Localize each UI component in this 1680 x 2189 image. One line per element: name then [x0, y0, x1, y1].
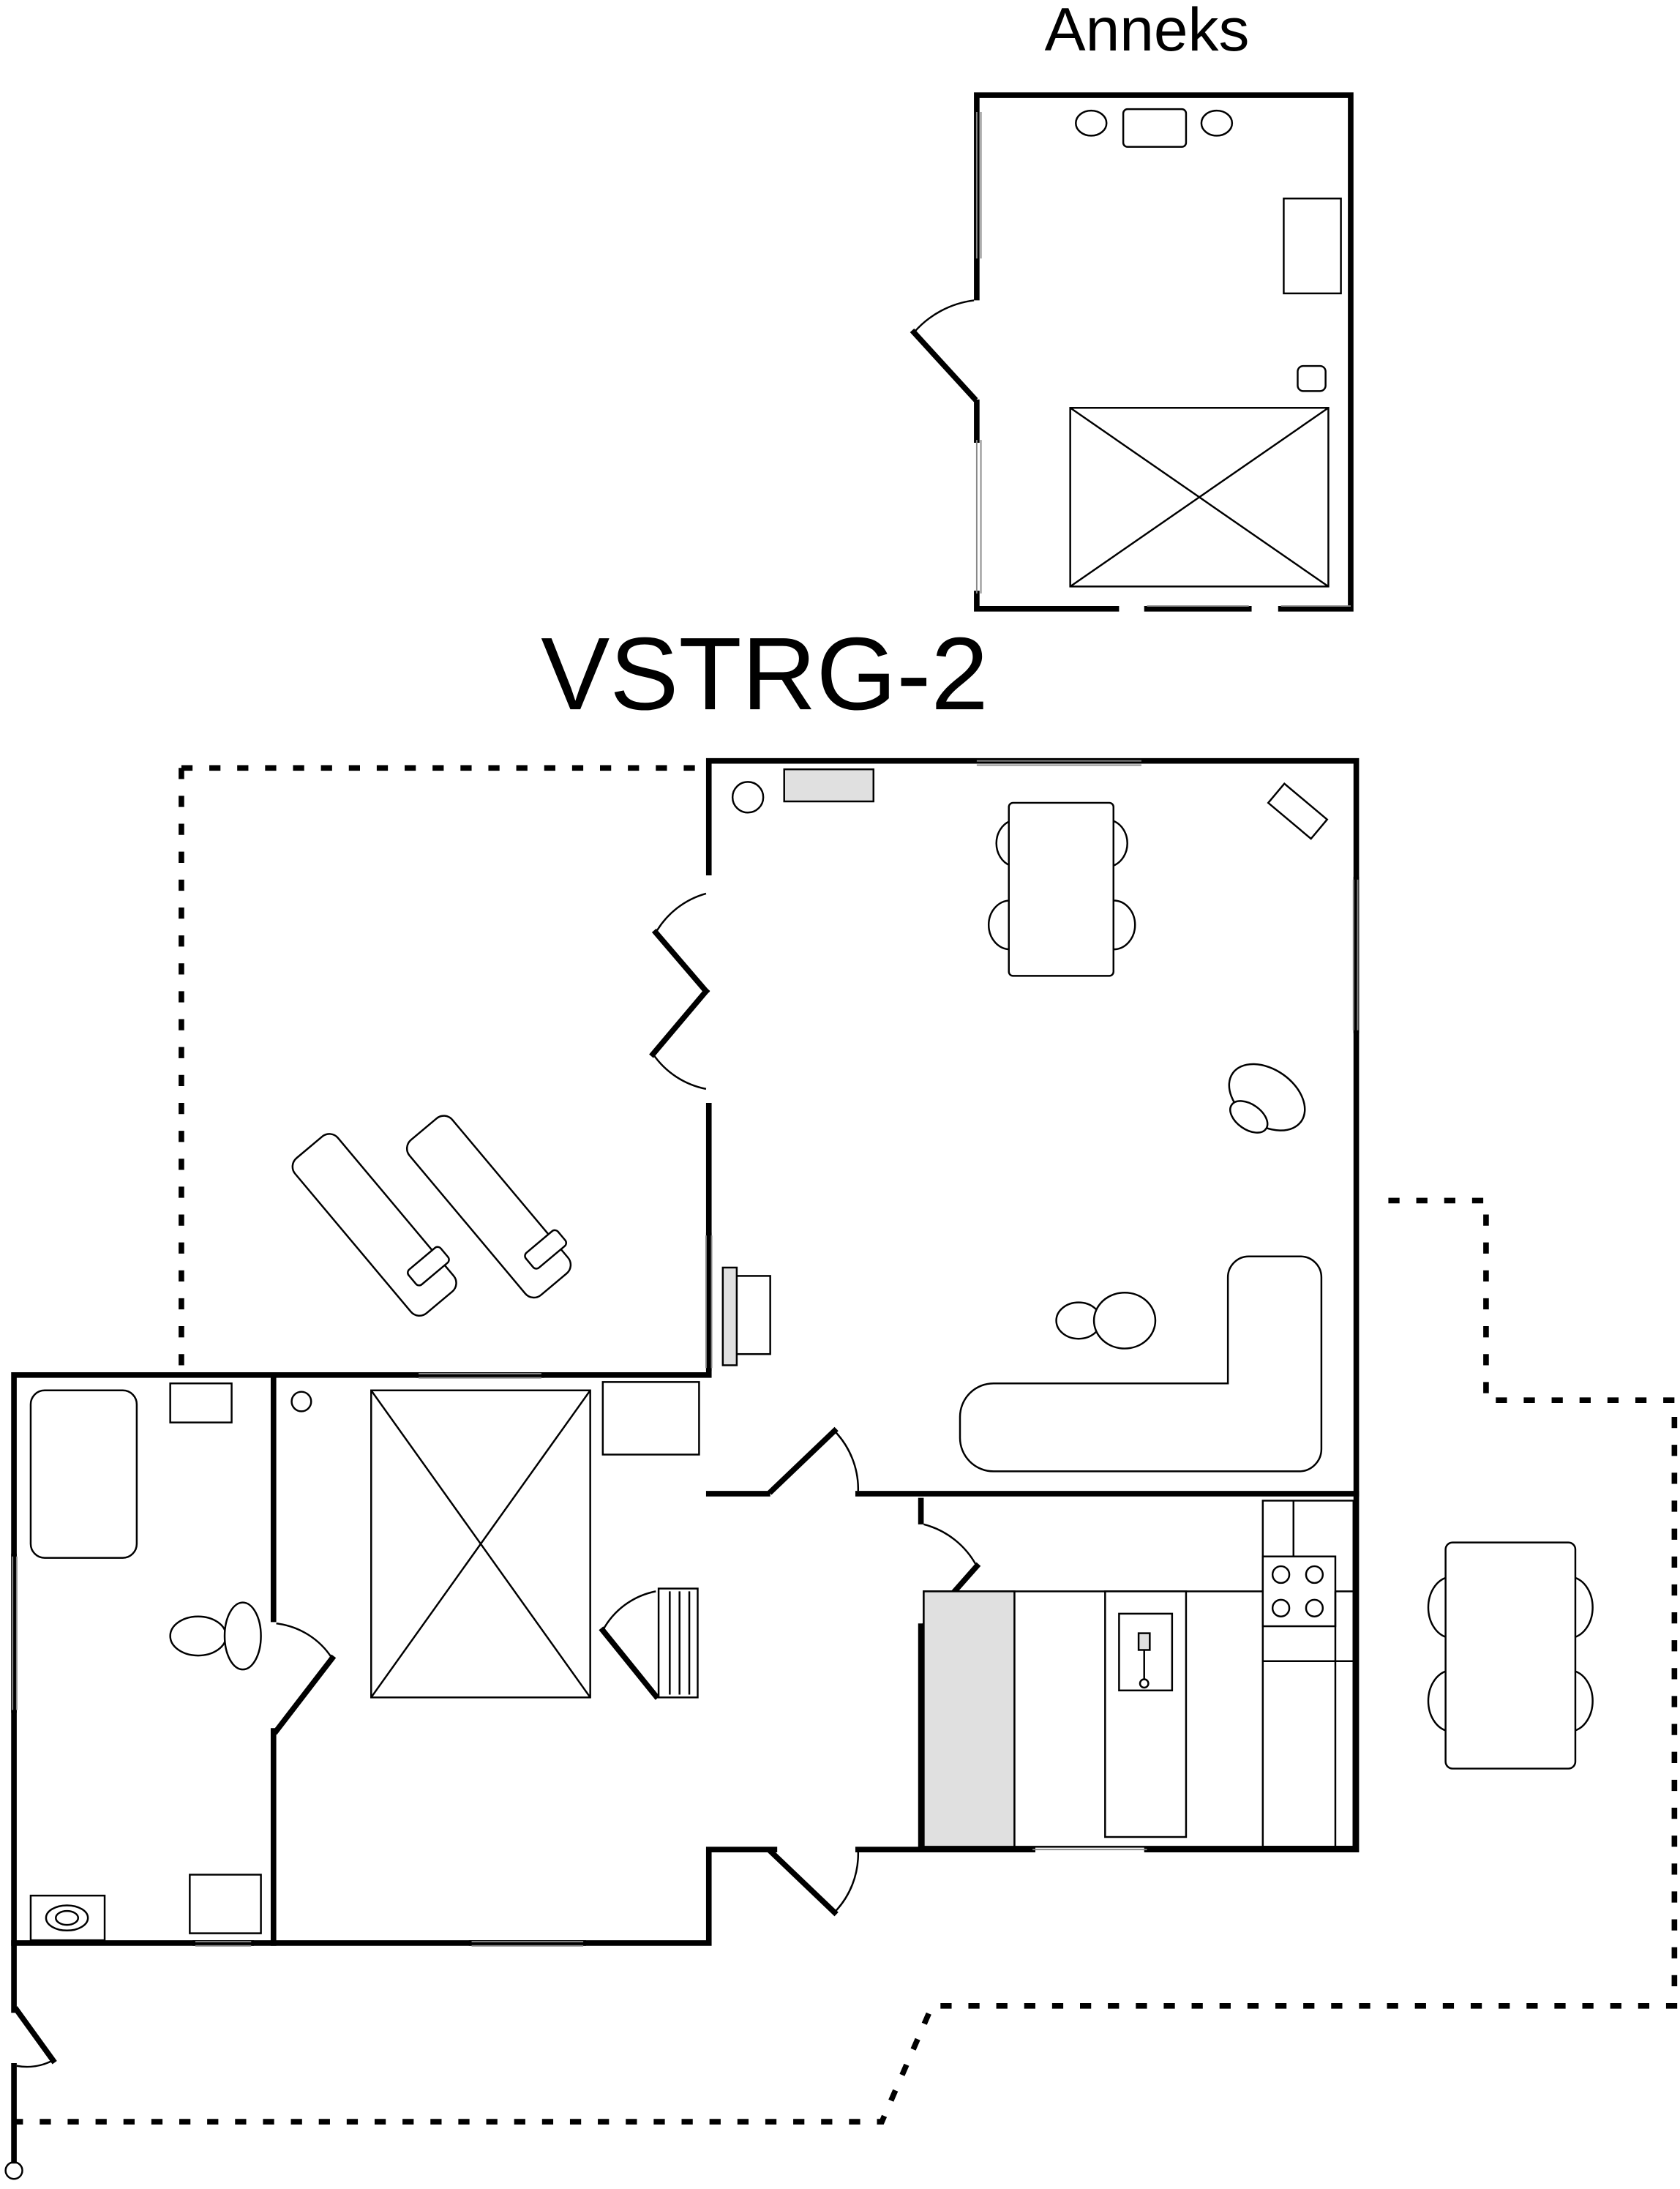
front-door[interactable] [768, 1848, 860, 1917]
fireplace-icon [721, 1266, 771, 1366]
sideboard-icon [783, 768, 875, 803]
sofa-icon [959, 1255, 1323, 1473]
sink-icon [1104, 1590, 1188, 1838]
sun-lounger-icon [291, 1133, 457, 1317]
bathtub-icon [29, 1389, 138, 1559]
terrace-outline [14, 1197, 1678, 2125]
plant-icon [731, 781, 765, 814]
bed-icon [1069, 407, 1330, 588]
chair-icon [1228, 1063, 1306, 1134]
chair-icon [1075, 109, 1108, 137]
stove-icon [1261, 1555, 1337, 1628]
cabinet-icon [1283, 197, 1342, 295]
entrance-marker [4, 2161, 23, 2180]
lamp-icon [1267, 782, 1329, 840]
table-icon [1122, 108, 1188, 148]
wardrobe-icon [601, 1381, 700, 1456]
washing-machine-icon [29, 1894, 106, 1942]
sink-icon [189, 1874, 262, 1934]
lamp-icon [290, 1391, 312, 1412]
cabinet-icon [169, 1382, 233, 1423]
bathroom-door[interactable] [272, 1623, 337, 1735]
chair-icon [1200, 109, 1234, 137]
terrace-double-door[interactable] [649, 892, 710, 1090]
kitchen-counter [923, 1500, 1355, 1848]
terrace-outline [179, 765, 705, 1375]
entrance-door[interactable] [12, 2006, 57, 2068]
outdoor-table-icon [1427, 1541, 1594, 1770]
main-building-label: VSTRG-2 [541, 615, 989, 731]
annex-building [910, 92, 1354, 612]
double-bed-icon [370, 1389, 591, 1699]
main-building [4, 757, 1360, 2180]
annex-door[interactable] [910, 299, 978, 403]
sun-lounger-icon [405, 1115, 572, 1299]
nightstand-icon [1297, 364, 1327, 392]
coffee-table-icon [1055, 1292, 1157, 1350]
bedroom-door[interactable] [599, 1587, 699, 1700]
hall-door-top[interactable] [768, 1426, 860, 1495]
toilet-icon [169, 1601, 262, 1671]
annex-label: Anneks [1045, 0, 1250, 64]
stairs-icon [657, 1587, 699, 1699]
dining-table-icon [987, 801, 1136, 977]
